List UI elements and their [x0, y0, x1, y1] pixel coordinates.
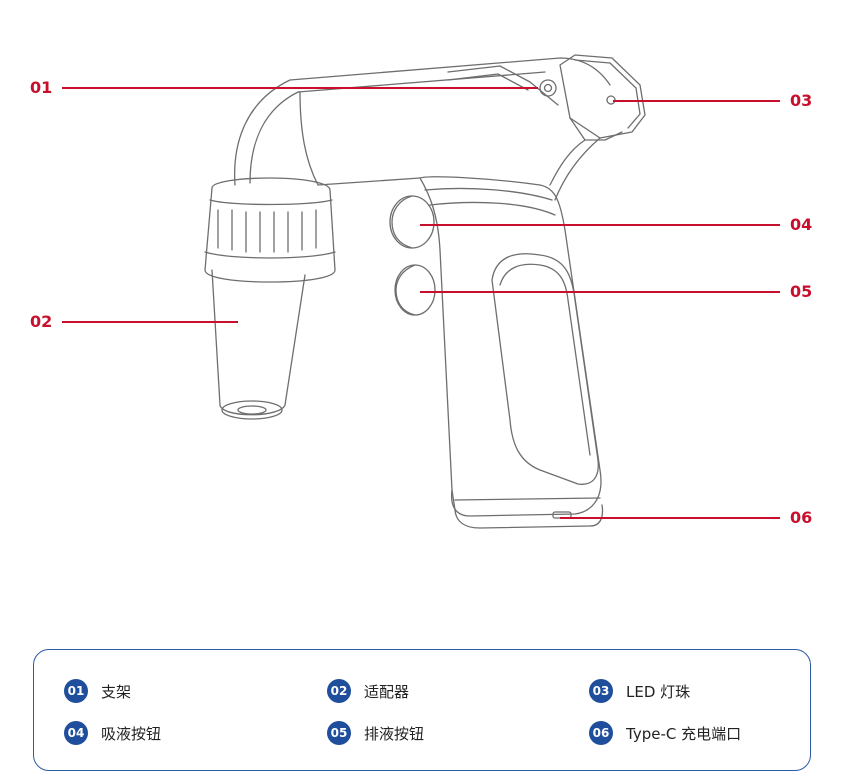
legend-badge: 02: [327, 679, 351, 703]
legend-badge: 04: [64, 721, 88, 745]
neck-inner: [549, 139, 586, 186]
frame-bottom-edge: [317, 177, 421, 186]
callout-05: 05: [790, 282, 813, 301]
neck-back: [554, 137, 601, 201]
led-head: [559, 54, 646, 139]
legend-label: Type-C 充电端口: [626, 724, 742, 743]
dispense-button: [394, 264, 436, 316]
callout-02: 02: [30, 312, 53, 331]
legend-badge: 01: [64, 679, 88, 703]
collar-ring: [209, 199, 333, 206]
aspirate-button-side: [391, 195, 413, 249]
legend-item-01: 01 支架: [64, 678, 131, 704]
bracket-pivot-center: [543, 83, 553, 93]
pipette-controller-drawing: [62, 54, 780, 529]
bracket-pivot: [539, 79, 557, 97]
collar: [204, 177, 336, 283]
handle-band-bottom: [429, 201, 556, 216]
callout-03: 03: [790, 91, 813, 110]
callout-04: 04: [790, 215, 813, 234]
grip-recess-inner: [499, 263, 591, 456]
legend-label: 吸液按钮: [101, 724, 162, 743]
legend-item-05: 05 排液按钮: [327, 720, 424, 746]
frame-outline: [234, 57, 611, 186]
grip-recess: [491, 253, 599, 485]
leader-lines: [62, 87, 780, 519]
handle-body: [419, 176, 602, 517]
bracket-inner: [447, 73, 529, 91]
legend-badge: 03: [589, 679, 613, 703]
legend-item-02: 02 适配器: [327, 678, 409, 704]
collar-ridges: [217, 209, 317, 253]
frame-inner: [249, 91, 319, 186]
legend-item-03: 03 LED 灯珠: [589, 678, 690, 704]
collar-ring-bottom: [204, 251, 336, 259]
legend-label: 排液按钮: [364, 724, 425, 743]
legend-badge: 06: [589, 721, 613, 745]
handle-band-top: [424, 187, 553, 201]
callout-01: 01: [30, 78, 53, 97]
dispense-button-side: [395, 264, 416, 316]
handle-base-line: [454, 497, 601, 501]
adapter-tip-hole: [237, 405, 267, 415]
legend-item-04: 04 吸液按钮: [64, 720, 161, 746]
aspirate-button: [389, 195, 435, 249]
adapter-cone: [211, 269, 306, 416]
product-diagram: 01 02 03 04 05 06: [30, 54, 813, 529]
legend-label: LED 灯珠: [626, 682, 691, 701]
legend-panel: 01 支架 02 适配器 03 LED 灯珠 04 吸液按钮 05 排液按钮 06 Type-C 充电…: [33, 649, 811, 771]
legend-label: 适配器: [364, 682, 410, 701]
led-head-bottom: [569, 117, 623, 141]
callout-06: 06: [790, 508, 813, 527]
legend-label: 支架: [101, 682, 132, 701]
led-head-inner: [574, 59, 641, 129]
adapter-tip: [221, 400, 283, 420]
legend-badge: 05: [327, 721, 351, 745]
bracket: [447, 65, 559, 106]
handle-base: [451, 489, 604, 529]
legend-item-06: 06 Type-C 充电端口: [589, 720, 741, 746]
